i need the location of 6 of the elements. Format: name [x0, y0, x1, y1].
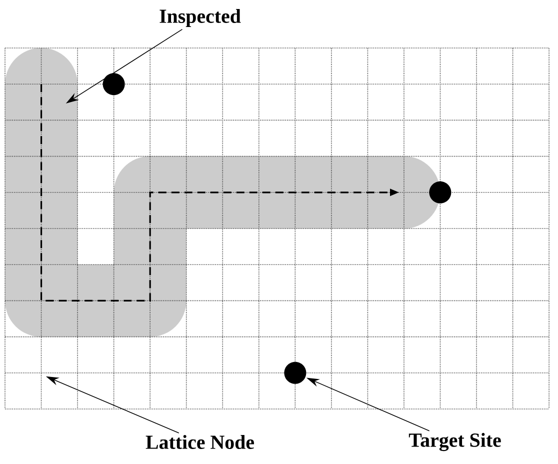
- site-dot: [429, 181, 452, 204]
- callout-label: Inspected: [160, 8, 241, 28]
- site-dot: [102, 73, 125, 96]
- site-dot: [284, 362, 306, 384]
- callout-label: Lattice Node: [146, 434, 254, 449]
- callout-label: Target Site: [408, 432, 501, 452]
